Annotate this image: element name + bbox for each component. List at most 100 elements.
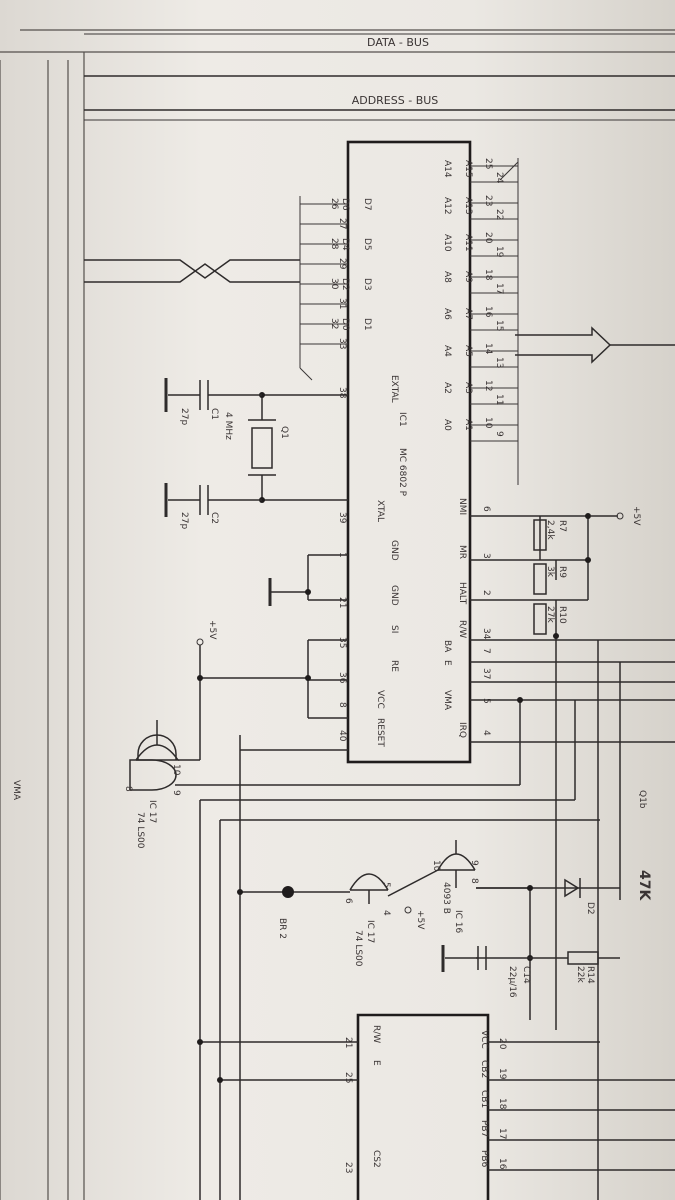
reset-rc-network: D2 R14 22k C14 22µ/16: [441, 878, 620, 1020]
pia-right-signal: CB1: [479, 1090, 489, 1108]
ic17a-part: 74 LS00: [135, 812, 145, 849]
c1-value: 27p: [179, 408, 189, 425]
pia-left-pin-number: 23: [343, 1162, 353, 1173]
ic1-address-pin-number: 12: [483, 380, 493, 391]
data-bus-label: DATA - BUS: [367, 36, 429, 49]
data-lines: [299, 196, 313, 381]
ic1-address-pin-number: 23: [483, 195, 493, 206]
gate-ic17-b: 5 4 6 IC 17 74 LS00 BR 2 +5V: [237, 869, 439, 967]
ic1-address-pin-number: 9: [494, 431, 504, 437]
ic1-control-signal: MR: [457, 545, 467, 559]
right-bus-wires: [199, 640, 621, 1200]
ic16-ref: IC 16: [453, 910, 463, 934]
ic17a-ref: IC 17: [147, 800, 157, 823]
ic1-data-signal: D2: [340, 278, 350, 291]
ic17a-pin-in1: 10: [171, 764, 181, 776]
ic17b-pin-in2: 4: [381, 910, 391, 916]
ic1-address-signal: A12: [442, 197, 452, 215]
vcc-label-gate: +5V: [415, 910, 425, 930]
ic1-data-signal: D1: [362, 318, 372, 331]
ground-connection: [268, 554, 348, 606]
ic1-left-pin-number: 38: [337, 387, 347, 399]
edge-label-right-top: 47K: [636, 870, 652, 901]
address-bus: ADDRESS - BUS: [84, 94, 675, 121]
data-bus-tap: [84, 259, 300, 283]
ic1-control-signal: IRQ: [457, 722, 467, 738]
ic1-control-signal: VMA: [442, 690, 452, 711]
pia-right-pin-number: 18: [497, 1098, 507, 1110]
ic1-data-signal: D3: [362, 278, 372, 291]
ic1-ref: IC1: [397, 412, 407, 427]
ic1-address-signal: A5: [463, 345, 473, 357]
ic1-left-pin-number: 8: [337, 702, 347, 708]
r9-value: 3k: [545, 566, 555, 578]
pia-right-pin-number: 20: [497, 1038, 507, 1050]
ic1-data-signal: D0: [340, 318, 350, 331]
ic1-address-pin-number: 18: [483, 269, 493, 281]
ic1-data-signal: D4: [340, 238, 350, 251]
ic1-control-pin-number: 4: [481, 730, 491, 736]
r9-ref: R9: [557, 566, 567, 578]
ic1-left-signal: XTAL: [375, 500, 385, 522]
ic1-data-signal: D5: [362, 238, 372, 251]
ic1-address-signal: A1: [463, 419, 473, 431]
ic1-address-pin-number: 14: [483, 343, 493, 355]
pia-left-signal: CS2: [371, 1150, 381, 1168]
pia-right-pin-number: 19: [497, 1068, 507, 1080]
ic1-address-signal: A9: [463, 271, 473, 283]
ic1-left-signal: GND: [389, 585, 399, 606]
ic1-left-pin-number: 40: [337, 730, 347, 742]
ic1-control-pin-number: 3: [481, 553, 491, 559]
ic1-left-signal: VCC: [375, 690, 385, 709]
ic1-left-pin-number: 36: [337, 672, 347, 684]
r14-ref: R14: [585, 966, 595, 984]
ic17b-part: 74 LS00: [353, 930, 363, 967]
ic1-control-signal: NMI: [457, 498, 467, 515]
pia-right-signal: PB7: [479, 1120, 489, 1137]
ic1-control-pin-number: 5: [481, 698, 491, 704]
ic1-control-signal: R/W: [457, 620, 467, 638]
ic1-address-pin-number: 19: [494, 246, 504, 258]
vcc-net-left: +5V: [196, 620, 348, 1200]
ic1-address-pin-number: 22: [494, 209, 504, 220]
ic1-address-pin-number: 25: [483, 158, 493, 169]
ic16-pin-in2: 8: [469, 878, 479, 884]
ic1-left-signal: RE: [389, 660, 399, 672]
data-bus: DATA - BUS: [84, 33, 675, 77]
ic1-left-pin-number: 39: [337, 512, 347, 524]
ic1-left-signal: GND: [389, 540, 399, 561]
ic1-address-signal: A2: [442, 382, 452, 394]
c14-ref: C14: [521, 966, 531, 984]
page-frame: [0, 29, 675, 1200]
ic1-address-signal: A4: [442, 345, 452, 357]
ic1-control-pin-number: 7: [481, 648, 491, 654]
pia-right-signal: VCC: [479, 1030, 489, 1049]
ic1-address-pin-number: 13: [494, 357, 504, 368]
d2-ref: D2: [585, 902, 595, 915]
button-ref: BR 2: [277, 918, 287, 939]
edge-label-left: VMA: [11, 780, 21, 801]
ic1-address-signal: A14: [442, 160, 452, 178]
vcc-label-left: +5V: [207, 620, 217, 640]
address-lines: [499, 158, 519, 485]
vcc-label-right: +5V: [631, 506, 641, 526]
gate-ic16: 9 8 10 IC 16 4093 B: [431, 840, 620, 934]
ic1-control-signal: BA: [442, 640, 452, 653]
ic1-control-pin-number: 34: [481, 628, 491, 640]
ic16-part: 4093 B: [441, 882, 451, 914]
c2-ref: C2: [209, 512, 219, 524]
ic1-control-signal: E: [442, 660, 452, 666]
ic1-left-signal: SI: [389, 625, 399, 633]
ic1-address-pin-number: 17: [494, 283, 504, 294]
ic1-power-clock-pins: EXTAL38XTAL39GND1GND21SI35RE36VCC8RESET4…: [337, 375, 399, 747]
ic17b-ref: IC 17: [365, 920, 375, 943]
ic1-address-signal: A11: [463, 234, 473, 252]
ic1-address-pin-number: 11: [494, 394, 504, 405]
